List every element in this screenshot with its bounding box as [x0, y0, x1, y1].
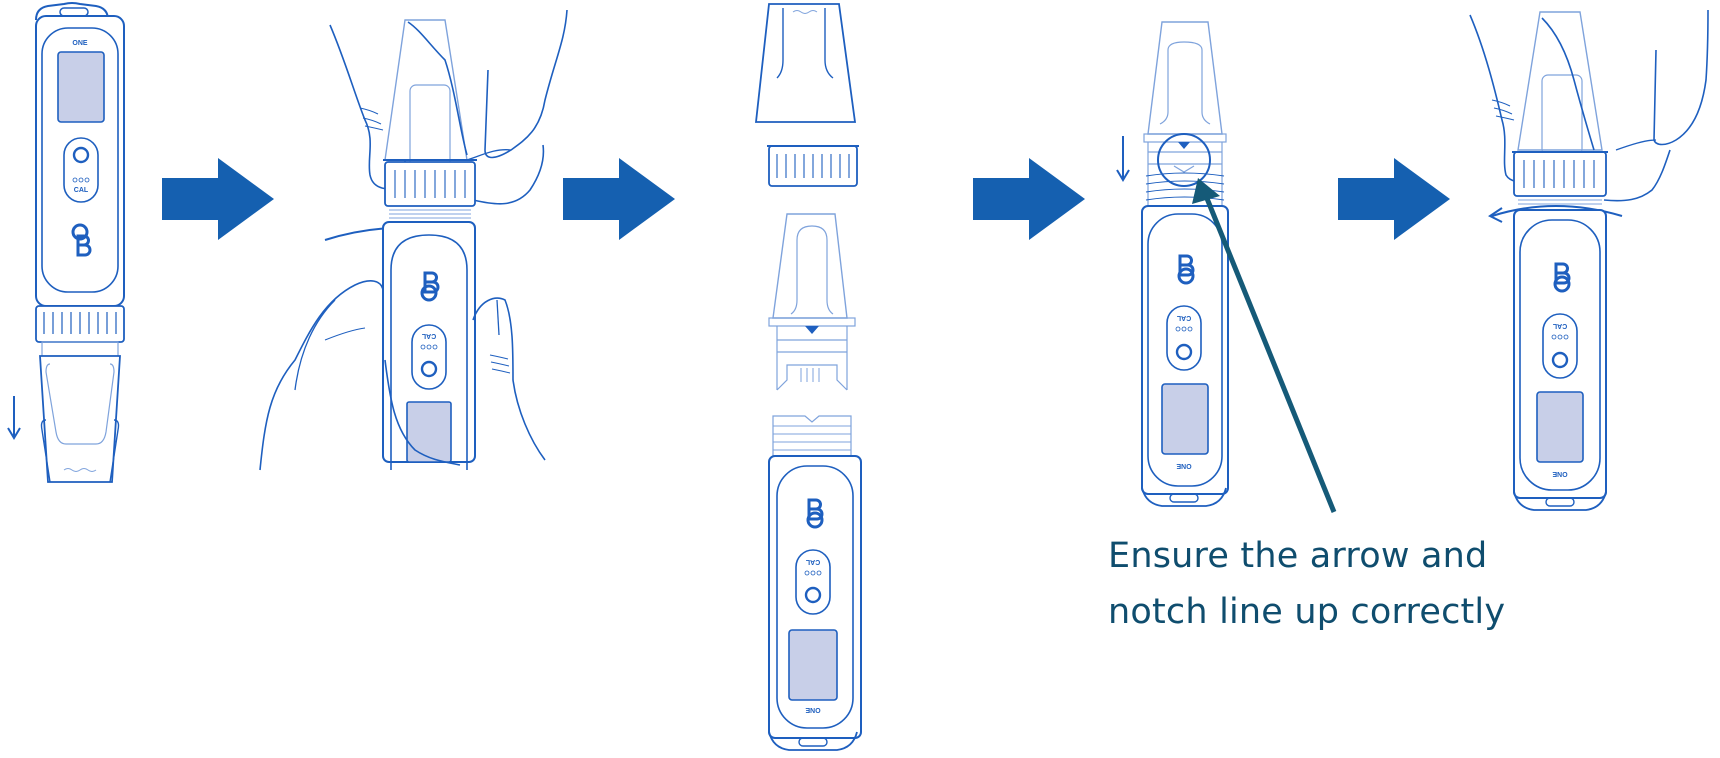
cal-label: CAL — [74, 187, 89, 194]
collar — [384, 161, 476, 207]
alignment-arrow-icon — [805, 326, 819, 334]
highlight-circle — [1157, 133, 1211, 187]
step-5-illustration: CAL ONE — [1469, 0, 1720, 520]
cal-label: CAL — [421, 332, 436, 339]
caption-line-2: notch line up correctly — [1108, 592, 1506, 632]
protective-cap — [39, 355, 121, 483]
meter-body: CAL ONE — [768, 415, 862, 751]
rotation-counter-clockwise-icon — [1488, 205, 1623, 223]
alignment-arrow-icon — [1178, 142, 1190, 149]
brand-logo-icon — [420, 271, 440, 302]
down-arrow-icon — [1116, 136, 1130, 182]
display-screen — [1161, 383, 1209, 455]
device-label: ONE — [805, 706, 821, 713]
cal-label: CAL — [805, 558, 820, 565]
power-button-icon — [1175, 343, 1193, 361]
down-arrow-icon — [7, 396, 21, 440]
callout-caption: Ensure the arrow and notch line up corre… — [1108, 528, 1505, 640]
collar — [767, 145, 859, 187]
step-3-illustration: CAL ONE — [754, 0, 865, 758]
device-label: ONE — [1176, 462, 1192, 469]
caption-line-1: Ensure the arrow and — [1108, 536, 1488, 576]
power-button-icon — [420, 360, 438, 378]
display-screen — [788, 629, 838, 701]
button-panel — [795, 549, 831, 615]
brand-logo-icon — [806, 498, 824, 529]
next-step-arrow-icon — [563, 158, 675, 240]
next-step-arrow-icon — [162, 158, 274, 240]
step-4-illustration: CAL ONE — [1100, 0, 1350, 520]
display-screen — [1536, 391, 1584, 463]
cal-label: CAL — [1176, 314, 1191, 321]
power-button-icon — [72, 146, 90, 164]
device-label: ONE — [72, 40, 88, 47]
cal-dots-icon — [72, 177, 90, 183]
brand-logo-icon — [1177, 254, 1195, 285]
display-screen — [406, 401, 452, 463]
button-panel — [1542, 313, 1578, 379]
sensor-module — [768, 213, 856, 391]
cal-label: CAL — [1552, 322, 1567, 329]
alignment-notch — [1173, 165, 1195, 173]
button-panel — [411, 324, 447, 390]
next-step-arrow-icon — [1338, 158, 1450, 240]
next-step-arrow-icon — [973, 158, 1085, 240]
power-button-icon — [1551, 351, 1569, 369]
display-screen — [57, 51, 105, 123]
button-panel — [1166, 305, 1202, 371]
device-label: ONE — [1552, 470, 1568, 477]
collar — [1513, 151, 1607, 197]
step-1-illustration: ONE CAL — [0, 0, 140, 490]
callout-pointer-arrow — [1192, 178, 1337, 513]
step-2-illustration: CAL — [255, 0, 575, 480]
brand-logo-icon — [71, 223, 92, 257]
power-button-icon — [804, 586, 822, 604]
protective-cap — [754, 3, 857, 123]
button-panel — [63, 137, 99, 203]
brand-logo-icon — [1553, 262, 1571, 293]
